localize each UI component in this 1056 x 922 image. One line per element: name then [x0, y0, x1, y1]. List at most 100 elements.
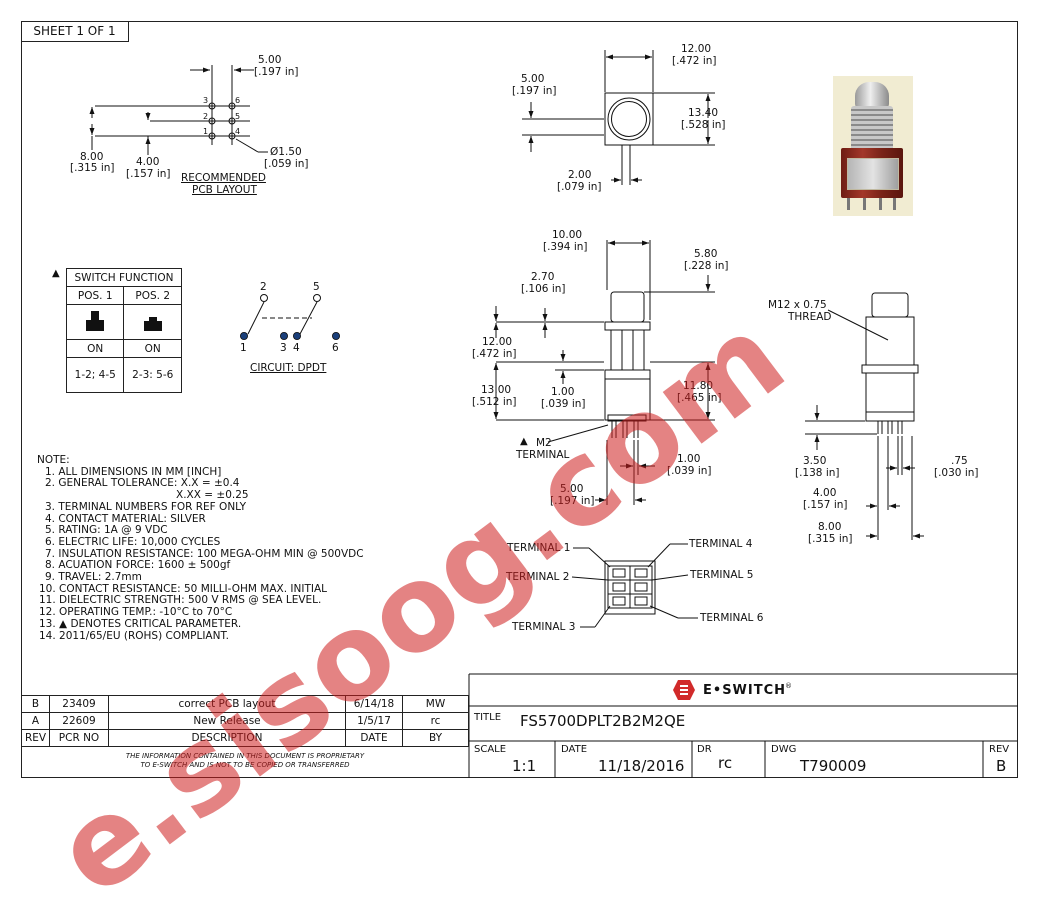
- front-dim-75-in: [.030 in]: [934, 467, 979, 479]
- switch-pos1-terms: 1-2; 4-5: [65, 357, 125, 393]
- terminal-1-label: TERMINAL 1: [507, 542, 571, 554]
- side-dim-270: 2.70: [531, 271, 555, 283]
- side-dim-5: 5.00: [560, 483, 584, 495]
- top-dim-h: 13.40: [688, 107, 719, 119]
- circuit-label-3: 3: [280, 342, 287, 354]
- front-dim-4: 4.00: [813, 487, 837, 499]
- top-dim-w-in: [.472 in]: [672, 55, 717, 67]
- pcb-dim-8-in: [.315 in]: [70, 162, 115, 174]
- side-dim-118: 11.80: [683, 380, 714, 392]
- scale-value: 1:1: [512, 757, 537, 775]
- side-dim-5-in: [.197 in]: [550, 495, 595, 507]
- rev-b-date: 6/14/18: [345, 695, 403, 713]
- pcb-dim-4: 4.00: [136, 156, 160, 168]
- notes-block: NOTE: 1. ALL DIMENSIONS IN MM [INCH] 2. …: [37, 454, 364, 642]
- rev-header-desc: DESCRIPTION: [108, 729, 346, 747]
- terminal-2-label: TERMINAL 2: [506, 571, 570, 583]
- thread-label-2: THREAD: [788, 311, 832, 323]
- side-dim-1-in: [.039 in]: [541, 398, 586, 410]
- side-dim-1b-in: [.039 in]: [667, 465, 712, 477]
- note-4: 4. CONTACT MATERIAL: SILVER: [45, 512, 206, 525]
- side-dim-580-in: [.228 in]: [684, 260, 729, 272]
- pcb-pin-2: 2: [203, 112, 209, 121]
- pcb-caption-1: RECOMMENDED: [181, 172, 266, 184]
- front-dim-4-in: [.157 in]: [803, 499, 848, 511]
- switch-pos2-terms: 2-3: 5-6: [123, 357, 182, 393]
- top-dim-a-in: [.197 in]: [512, 85, 557, 97]
- side-terminal: TERMINAL: [516, 449, 570, 461]
- top-dim-h-in: [.528 in]: [681, 119, 726, 131]
- rev-header-date: DATE: [345, 729, 403, 747]
- eswitch-logo-icon: [673, 680, 695, 700]
- pcb-dim-8: 8.00: [80, 151, 104, 163]
- scale-label: SCALE: [474, 744, 507, 755]
- critical-triangle-icon: ▲: [52, 268, 60, 279]
- pcb-pin-4: 4: [235, 127, 241, 136]
- rev-a-desc: New Release: [108, 712, 346, 730]
- sheet-frame: [21, 21, 1018, 778]
- dr-label: DR: [697, 744, 712, 755]
- rev-a-date: 1/5/17: [345, 712, 403, 730]
- top-dim-w: 12.00: [681, 43, 712, 55]
- date-value: 11/18/2016: [598, 757, 685, 775]
- terminal-6-label: TERMINAL 6: [700, 612, 764, 624]
- dwg-label: DWG: [771, 744, 797, 755]
- note-9: 9. TRAVEL: 2.7mm: [45, 571, 142, 584]
- dr-value: rc: [718, 754, 733, 772]
- terminal-4-label: TERMINAL 4: [689, 538, 753, 550]
- rev-header-rev: REV: [21, 729, 50, 747]
- terminal-3-label: TERMINAL 3: [512, 621, 576, 633]
- pcb-layout-drawing: [89, 65, 268, 155]
- switch-pos1-state: ON: [65, 339, 125, 358]
- switch-pos1-icon: [65, 304, 125, 340]
- top-dim-b: 2.00: [568, 169, 592, 181]
- note-3: 3. TERMINAL NUMBERS FOR REF ONLY: [45, 500, 247, 513]
- title-label: TITLE: [474, 712, 502, 723]
- note-14: 14. 2011/65/EU (ROHS) COMPLIANT.: [39, 629, 229, 642]
- part-number: FS5700DPLT2B2M2QE: [520, 712, 686, 730]
- note-12: 12. OPERATING TEMP.: -10°C to 70°C: [39, 606, 233, 619]
- note-6: 6. ELECTRIC LIFE: 10,000 CYCLES: [45, 535, 221, 548]
- note-1: 1. ALL DIMENSIONS IN MM [INCH]: [45, 465, 222, 478]
- disclaimer-1: THE INFORMATION CONTAINED IN THIS DOCUME…: [125, 752, 365, 760]
- front-dim-35-in: [.138 in]: [795, 467, 840, 479]
- dwg-value: T790009: [800, 757, 867, 775]
- switch-col-pos1: POS. 1: [65, 286, 125, 305]
- disclaimer-2: TO E-SWITCH AND IS NOT TO BE COPIED OR T…: [140, 761, 350, 769]
- brand-name: E•SWITCH: [703, 683, 787, 698]
- side-dim-13: 13.00: [481, 384, 512, 396]
- front-view-drawing: [805, 292, 924, 540]
- note-11: 11. DIELECTRIC STRENGTH: 500 V RMS @ SEA…: [39, 594, 322, 607]
- front-dim-8-in: [.315 in]: [808, 533, 853, 545]
- rev-a: A: [21, 712, 50, 730]
- top-dim-b-in: [.079 in]: [557, 181, 602, 193]
- note-2b: X.XX = ±0.25: [176, 489, 249, 502]
- rev-header-by: BY: [402, 729, 469, 747]
- rev-a-pcr: 22609: [49, 712, 109, 730]
- sheet-number: SHEET 1 OF 1: [21, 21, 129, 42]
- pcb-dim-dia-in: [.059 in]: [264, 158, 309, 170]
- thread-label: M12 x 0.75: [768, 299, 827, 311]
- note-8: 8. ACUATION FORCE: 1600 ± 500gf: [45, 559, 231, 572]
- side-dim-10-in: [.394 in]: [543, 241, 588, 253]
- circuit-drawing: [247, 294, 321, 335]
- circuit-caption: CIRCUIT: DPDT: [250, 362, 327, 374]
- product-render: [833, 76, 913, 216]
- title-block-lines: [468, 673, 1018, 778]
- pcb-pin-6: 6: [235, 96, 241, 105]
- side-dim-270-in: [.106 in]: [521, 283, 566, 295]
- rev-header-pcr: PCR NO: [49, 729, 109, 747]
- note-10: 10. CONTACT RESISTANCE: 50 MILLI-OHM MAX…: [39, 582, 327, 595]
- rev-value: B: [996, 757, 1007, 775]
- top-dim-a: 5.00: [521, 73, 545, 85]
- drawing-canvas: [89, 50, 1018, 778]
- pcb-dim-4-in: [.157 in]: [126, 168, 171, 180]
- circuit-label-4: 4: [293, 342, 300, 354]
- notes-head: NOTE:: [37, 454, 70, 466]
- terminal-5-label: TERMINAL 5: [690, 569, 754, 581]
- pcb-caption-2: PCB LAYOUT: [192, 184, 257, 196]
- pcb-pin-1: 1: [203, 127, 209, 136]
- front-dim-8: 8.00: [818, 521, 842, 533]
- top-view-drawing: [522, 50, 715, 185]
- side-m2: M2: [536, 437, 552, 449]
